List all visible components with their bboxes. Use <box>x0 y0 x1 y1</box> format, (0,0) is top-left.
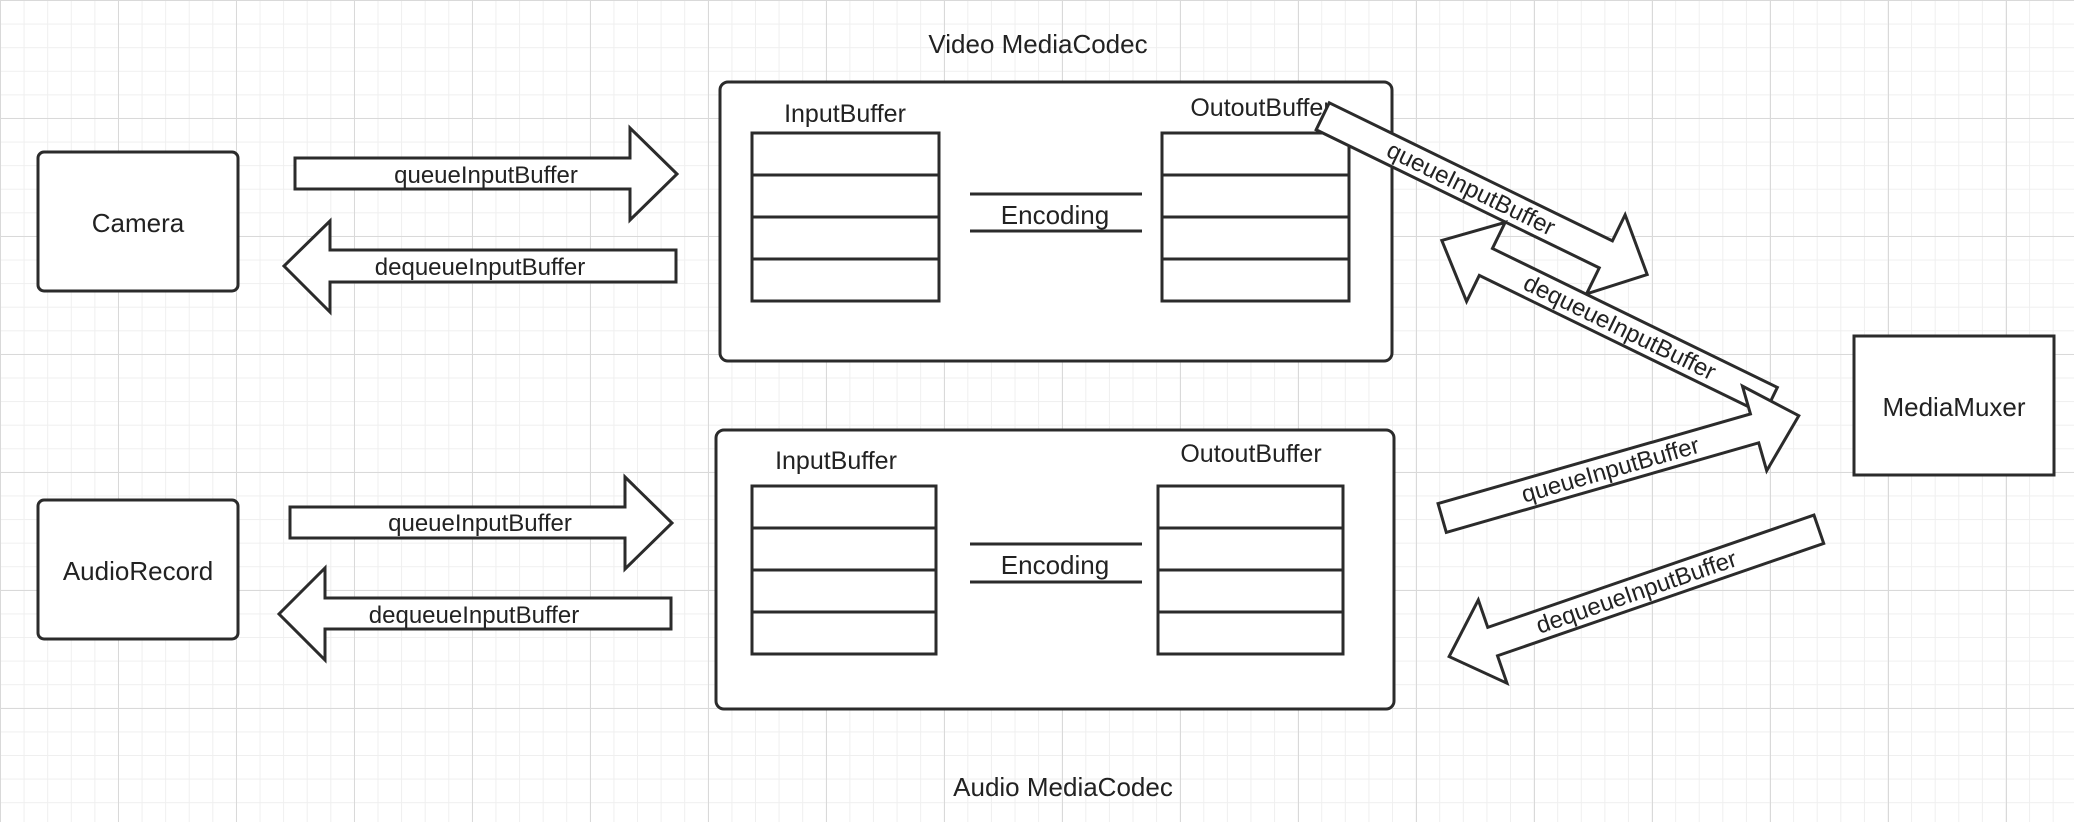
left-arrow-shape <box>281 217 678 316</box>
right-arrow-shape <box>293 124 680 224</box>
arrow-label: queueInputBuffer <box>1382 137 1559 242</box>
audio-encoding-label: Encoding <box>1001 550 1109 580</box>
arrow-label: queueInputBuffer <box>1519 432 1703 509</box>
buffer-cell <box>1156 568 1345 614</box>
buffer-cell <box>750 257 941 303</box>
audiorecord-label: AudioRecord <box>63 556 213 586</box>
audio-codec-block: InputBuffer OutoutBuffer Encoding <box>714 428 1396 711</box>
buffer-cell <box>1160 257 1351 303</box>
buffer-cell <box>1160 215 1351 261</box>
buffer-cell <box>750 173 941 219</box>
arrow-label: dequeueInputBuffer <box>375 254 585 281</box>
buffer-cell <box>750 131 941 177</box>
video-codec-block: InputBuffer OutoutBuffer Encoding <box>718 80 1394 363</box>
buffer-cell <box>1156 610 1345 656</box>
audio-codec-title: Audio MediaCodec <box>953 772 1173 802</box>
camera-queue-arrow: queueInputBuffer <box>293 124 680 224</box>
right-arrow-shape <box>288 473 675 573</box>
camera-dequeue-arrow: dequeueInputBuffer <box>281 217 678 316</box>
mediamuxer-label: MediaMuxer <box>1882 392 2025 422</box>
mediamuxer-node: MediaMuxer <box>1852 334 2056 477</box>
camera-box <box>36 150 240 293</box>
mediamuxer-box <box>1852 334 2056 477</box>
video-codec-title: Video MediaCodec <box>928 29 1147 59</box>
buffer-cell <box>750 215 941 261</box>
camera-label: Camera <box>92 208 185 238</box>
audio-output-buffer-label: OutoutBuffer <box>1180 440 1321 468</box>
right-arrow-shape <box>1436 383 1801 535</box>
buffer-cell <box>750 484 938 530</box>
audio-muxer-queue-arrow: queueInputBuffer <box>1436 383 1801 535</box>
buffer-cell <box>1156 484 1345 530</box>
right-arrow-shape <box>1314 100 1650 297</box>
buffer-cell <box>750 610 938 656</box>
video-input-buffer-label: InputBuffer <box>784 100 906 128</box>
arrow-label: dequeueInputBuffer <box>1519 269 1720 386</box>
video-input-buffer <box>750 131 941 303</box>
video-output-buffer <box>1160 131 1351 303</box>
buffer-cell <box>750 568 938 614</box>
arrow-label: queueInputBuffer <box>388 510 572 537</box>
camera-node: Camera <box>36 150 240 293</box>
audiorecord-dequeue-arrow: dequeueInputBuffer <box>276 564 673 664</box>
buffer-cell <box>1160 173 1351 219</box>
left-arrow-shape <box>1447 513 1826 687</box>
arrow-label: dequeueInputBuffer <box>369 602 579 629</box>
buffer-cell <box>1156 526 1345 572</box>
audiorecord-queue-arrow: queueInputBuffer <box>288 473 675 573</box>
audio-input-buffer-label: InputBuffer <box>775 447 897 475</box>
video-encoding-label: Encoding <box>1001 200 1109 230</box>
audio-output-buffer <box>1156 484 1345 656</box>
audio-input-buffer <box>750 484 938 656</box>
audiorecord-node: AudioRecord <box>36 498 240 641</box>
left-arrow-shape <box>276 564 673 664</box>
left-arrow-shape <box>1439 220 1780 417</box>
arrow-label: queueInputBuffer <box>394 162 578 189</box>
audiorecord-box <box>36 498 240 641</box>
buffer-cell <box>750 526 938 572</box>
buffer-cell <box>1160 131 1351 177</box>
video-output-buffer-label: OutoutBuffer <box>1190 94 1331 122</box>
arrow-label: dequeueInputBuffer <box>1533 546 1741 640</box>
